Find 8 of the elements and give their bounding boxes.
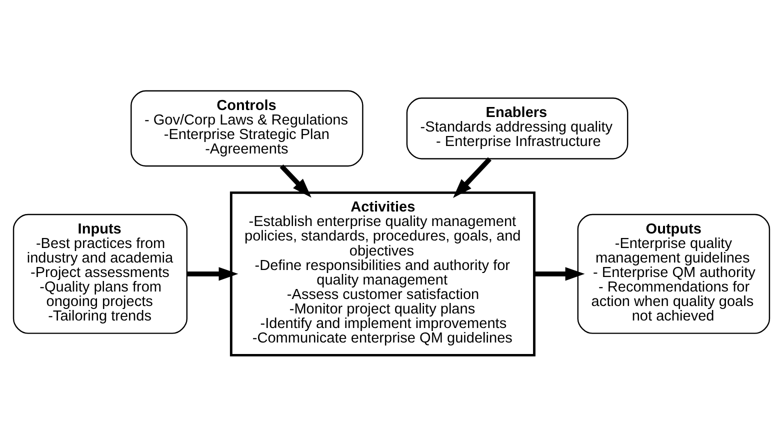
node-box: Activities -Establish enterprise quality management policies, standards, procedures, goals, and objectives -Define responsibilities and authority for quality management -Assess customer satisfaction -Monitor project quality plans -Identify and implement improvements -Communicate enterprise QM guidelines bbox=[230, 190, 536, 356]
arrow bbox=[187, 266, 238, 280]
node-box: Enablers -Standards addressing quality - Enterprise Infrastructure bbox=[406, 97, 628, 159]
arrow bbox=[534, 266, 585, 280]
node-box: Controls - Gov/Corp Laws & Regulations -Enterprise Strategic Plan -Agreements bbox=[130, 90, 364, 166]
arrow bbox=[453, 156, 492, 198]
node-box: Outputs -Enterprise quality management guidelines - Enterprise QM authority - Recommendations for action when quality goals not achieved bbox=[577, 213, 770, 334]
node-box: Inputs -Best practices from industry and academia -Project assessments -Quality plans from ongoing projects -Tailoring trends bbox=[12, 213, 188, 334]
